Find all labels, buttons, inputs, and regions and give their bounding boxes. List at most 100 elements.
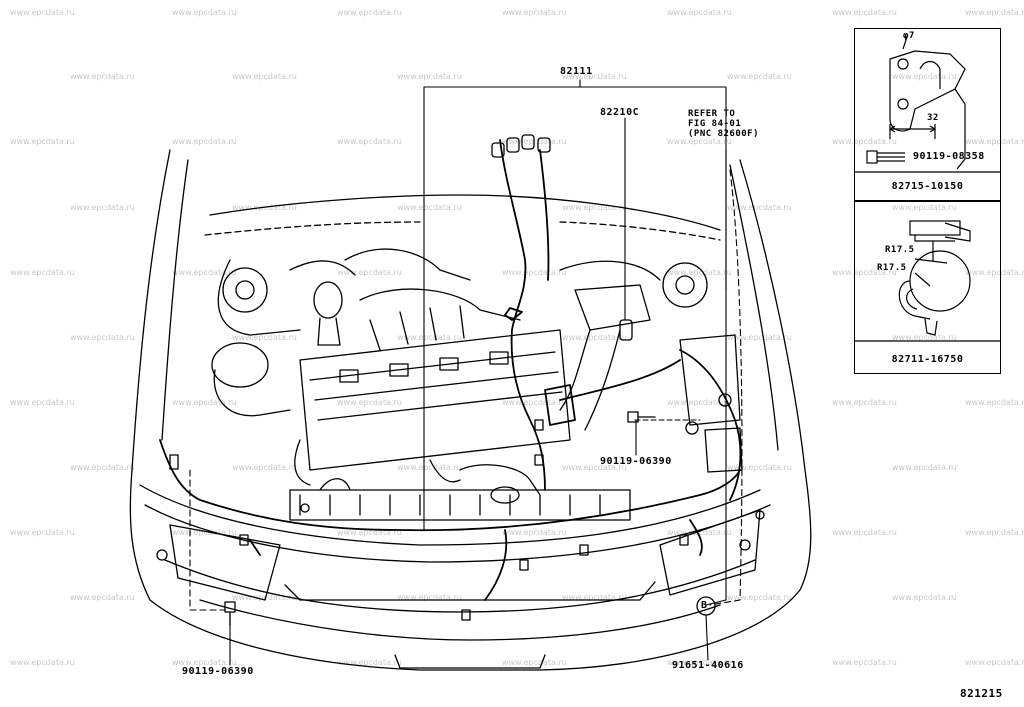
dim-phi-label: φ7 xyxy=(903,31,915,41)
watermark-text: www.epcdata.ru xyxy=(502,8,567,17)
watermark-text: www.epcdata.ru xyxy=(172,398,237,407)
inset-part-number: 90119-08358 xyxy=(913,151,985,162)
watermark-text: www.epcdata.ru xyxy=(562,203,627,212)
watermark-text: www.epcdata.ru xyxy=(10,528,75,537)
watermark-text: www.epcdata.ru xyxy=(172,137,237,146)
watermark-text: www.epcdata.ru xyxy=(965,137,1024,146)
watermark-text: www.epcdata.ru xyxy=(337,398,402,407)
harness-number-sub: 82210C xyxy=(600,107,640,118)
watermark-text: www.epcdata.ru xyxy=(727,333,792,342)
watermark-text: www.epcdata.ru xyxy=(892,463,957,472)
watermark-text: www.epcdata.ru xyxy=(172,658,237,667)
watermark-text: www.epcdata.ru xyxy=(337,528,402,537)
inset-panel-bracket: φ7 32 90119-08358 82715-10150 xyxy=(854,28,1001,202)
watermark-text: www.epcdata.ru xyxy=(562,333,627,342)
watermark-text: www.epcdata.ru xyxy=(10,137,75,146)
watermark-text: www.epcdata.ru xyxy=(892,72,957,81)
watermark-text: www.epcdata.ru xyxy=(727,203,792,212)
watermark-text: www.epcdata.ru xyxy=(502,398,567,407)
refer-line-1: REFER TO xyxy=(688,109,736,119)
connector-number: 91651-40616 xyxy=(672,660,744,671)
watermark-text: www.epcdata.ru xyxy=(337,268,402,277)
watermark-text: www.epcdata.ru xyxy=(832,137,897,146)
watermark-text: www.epcdata.ru xyxy=(397,333,462,342)
watermark-text: www.epcdata.ru xyxy=(667,268,732,277)
inset-panel-clamp: R17.5 R17.5 82711-16750 xyxy=(854,200,1001,374)
connector-b-marker xyxy=(696,596,716,616)
connector-b-letter: B xyxy=(701,600,708,611)
bolt-number-right: 90119-06390 xyxy=(600,456,672,467)
watermark-text: www.epcdata.ru xyxy=(70,203,135,212)
watermark-text: www.epcdata.ru xyxy=(562,72,627,81)
watermark-text: www.epcdata.ru xyxy=(10,658,75,667)
watermark-text: www.epcdata.ru xyxy=(397,72,462,81)
watermark-text: www.epcdata.ru xyxy=(965,268,1024,277)
watermark-text: www.epcdata.ru xyxy=(832,398,897,407)
watermark-text: www.epcdata.ru xyxy=(70,333,135,342)
dim-32-label: 32 xyxy=(927,113,939,123)
watermark-text: www.epcdata.ru xyxy=(832,528,897,537)
bolt-number-left: 90119-06390 xyxy=(182,666,254,677)
watermark-text: www.epcdata.ru xyxy=(502,268,567,277)
watermark-text: www.epcdata.ru xyxy=(397,463,462,472)
watermark-text: www.epcdata.ru xyxy=(232,72,297,81)
watermark-text: www.epcdata.ru xyxy=(10,398,75,407)
bracket-drawing xyxy=(855,36,1000,173)
watermark-text: www.epcdata.ru xyxy=(232,463,297,472)
watermark-text: www.epcdata.ru xyxy=(70,72,135,81)
refer-line-2: FIG 84-01 xyxy=(688,119,742,129)
harness-number-main: 82111 xyxy=(560,66,593,77)
watermark-text: www.epcdata.ru xyxy=(337,137,402,146)
watermark-text: www.epcdata.ru xyxy=(832,8,897,17)
watermark-text: www.epcdata.ru xyxy=(965,528,1024,537)
watermark-text: www.epcdata.ru xyxy=(172,528,237,537)
watermark-text: www.epcdata.ru xyxy=(172,8,237,17)
watermark-text: www.epcdata.ru xyxy=(892,333,957,342)
watermark-text: www.epcdata.ru xyxy=(727,463,792,472)
callout-leaders xyxy=(189,79,743,666)
engine-components xyxy=(211,248,743,521)
refer-line-3: (PNC 82600F) xyxy=(688,129,760,139)
car-body-outline xyxy=(129,149,812,671)
watermark-text: www.epcdata.ru xyxy=(502,658,567,667)
wire-harness xyxy=(159,139,742,601)
watermark-text: www.epcdata.ru xyxy=(892,593,957,602)
watermark-text: www.epcdata.ru xyxy=(667,137,732,146)
watermark-text: www.epcdata.ru xyxy=(172,268,237,277)
watermark-text: www.epcdata.ru xyxy=(965,8,1024,17)
watermark-text: www.epcdata.ru xyxy=(10,8,75,17)
watermark-text: www.epcdata.ru xyxy=(965,398,1024,407)
dim-r1-label: R17.5 xyxy=(885,245,915,255)
watermark-text: www.epcdata.ru xyxy=(832,268,897,277)
inset-caption-clamp: 82711-16750 xyxy=(891,354,964,365)
watermark-text: www.epcdata.ru xyxy=(727,72,792,81)
watermark-text: www.epcdata.ru xyxy=(892,203,957,212)
watermark-text: www.epcdata.ru xyxy=(502,528,567,537)
watermark-text: www.epcdata.ru xyxy=(667,398,732,407)
watermark-text: www.epcdata.ru xyxy=(965,658,1024,667)
clamp-drawing xyxy=(855,220,1000,342)
watermark-text: www.epcdata.ru xyxy=(70,593,135,602)
watermark-text: www.epcdata.ru xyxy=(832,658,897,667)
watermark-text: www.epcdata.ru xyxy=(232,593,297,602)
watermark-text: www.epcdata.ru xyxy=(397,593,462,602)
watermark-text: www.epcdata.ru xyxy=(727,593,792,602)
watermark-text: www.epcdata.ru xyxy=(337,8,402,17)
bolt-icons xyxy=(224,411,656,626)
harness-connectors xyxy=(169,134,689,621)
watermark-text: www.epcdata.ru xyxy=(562,463,627,472)
watermark-text: www.epcdata.ru xyxy=(397,203,462,212)
watermark-text: www.epcdata.ru xyxy=(70,463,135,472)
watermark-text: www.epcdata.ru xyxy=(667,528,732,537)
inset-caption-bracket: 82715-10150 xyxy=(891,181,964,192)
watermark-text: www.epcdata.ru xyxy=(10,268,75,277)
watermark-text: www.epcdata.ru xyxy=(667,8,732,17)
dim-r2-label: R17.5 xyxy=(877,263,907,273)
diagram-id: 821215 xyxy=(960,687,1003,700)
watermark-text: www.epcdata.ru xyxy=(232,333,297,342)
watermark-text: www.epcdata.ru xyxy=(337,658,402,667)
watermark-text: www.epcdata.ru xyxy=(562,593,627,602)
watermark-text: www.epcdata.ru xyxy=(667,658,732,667)
